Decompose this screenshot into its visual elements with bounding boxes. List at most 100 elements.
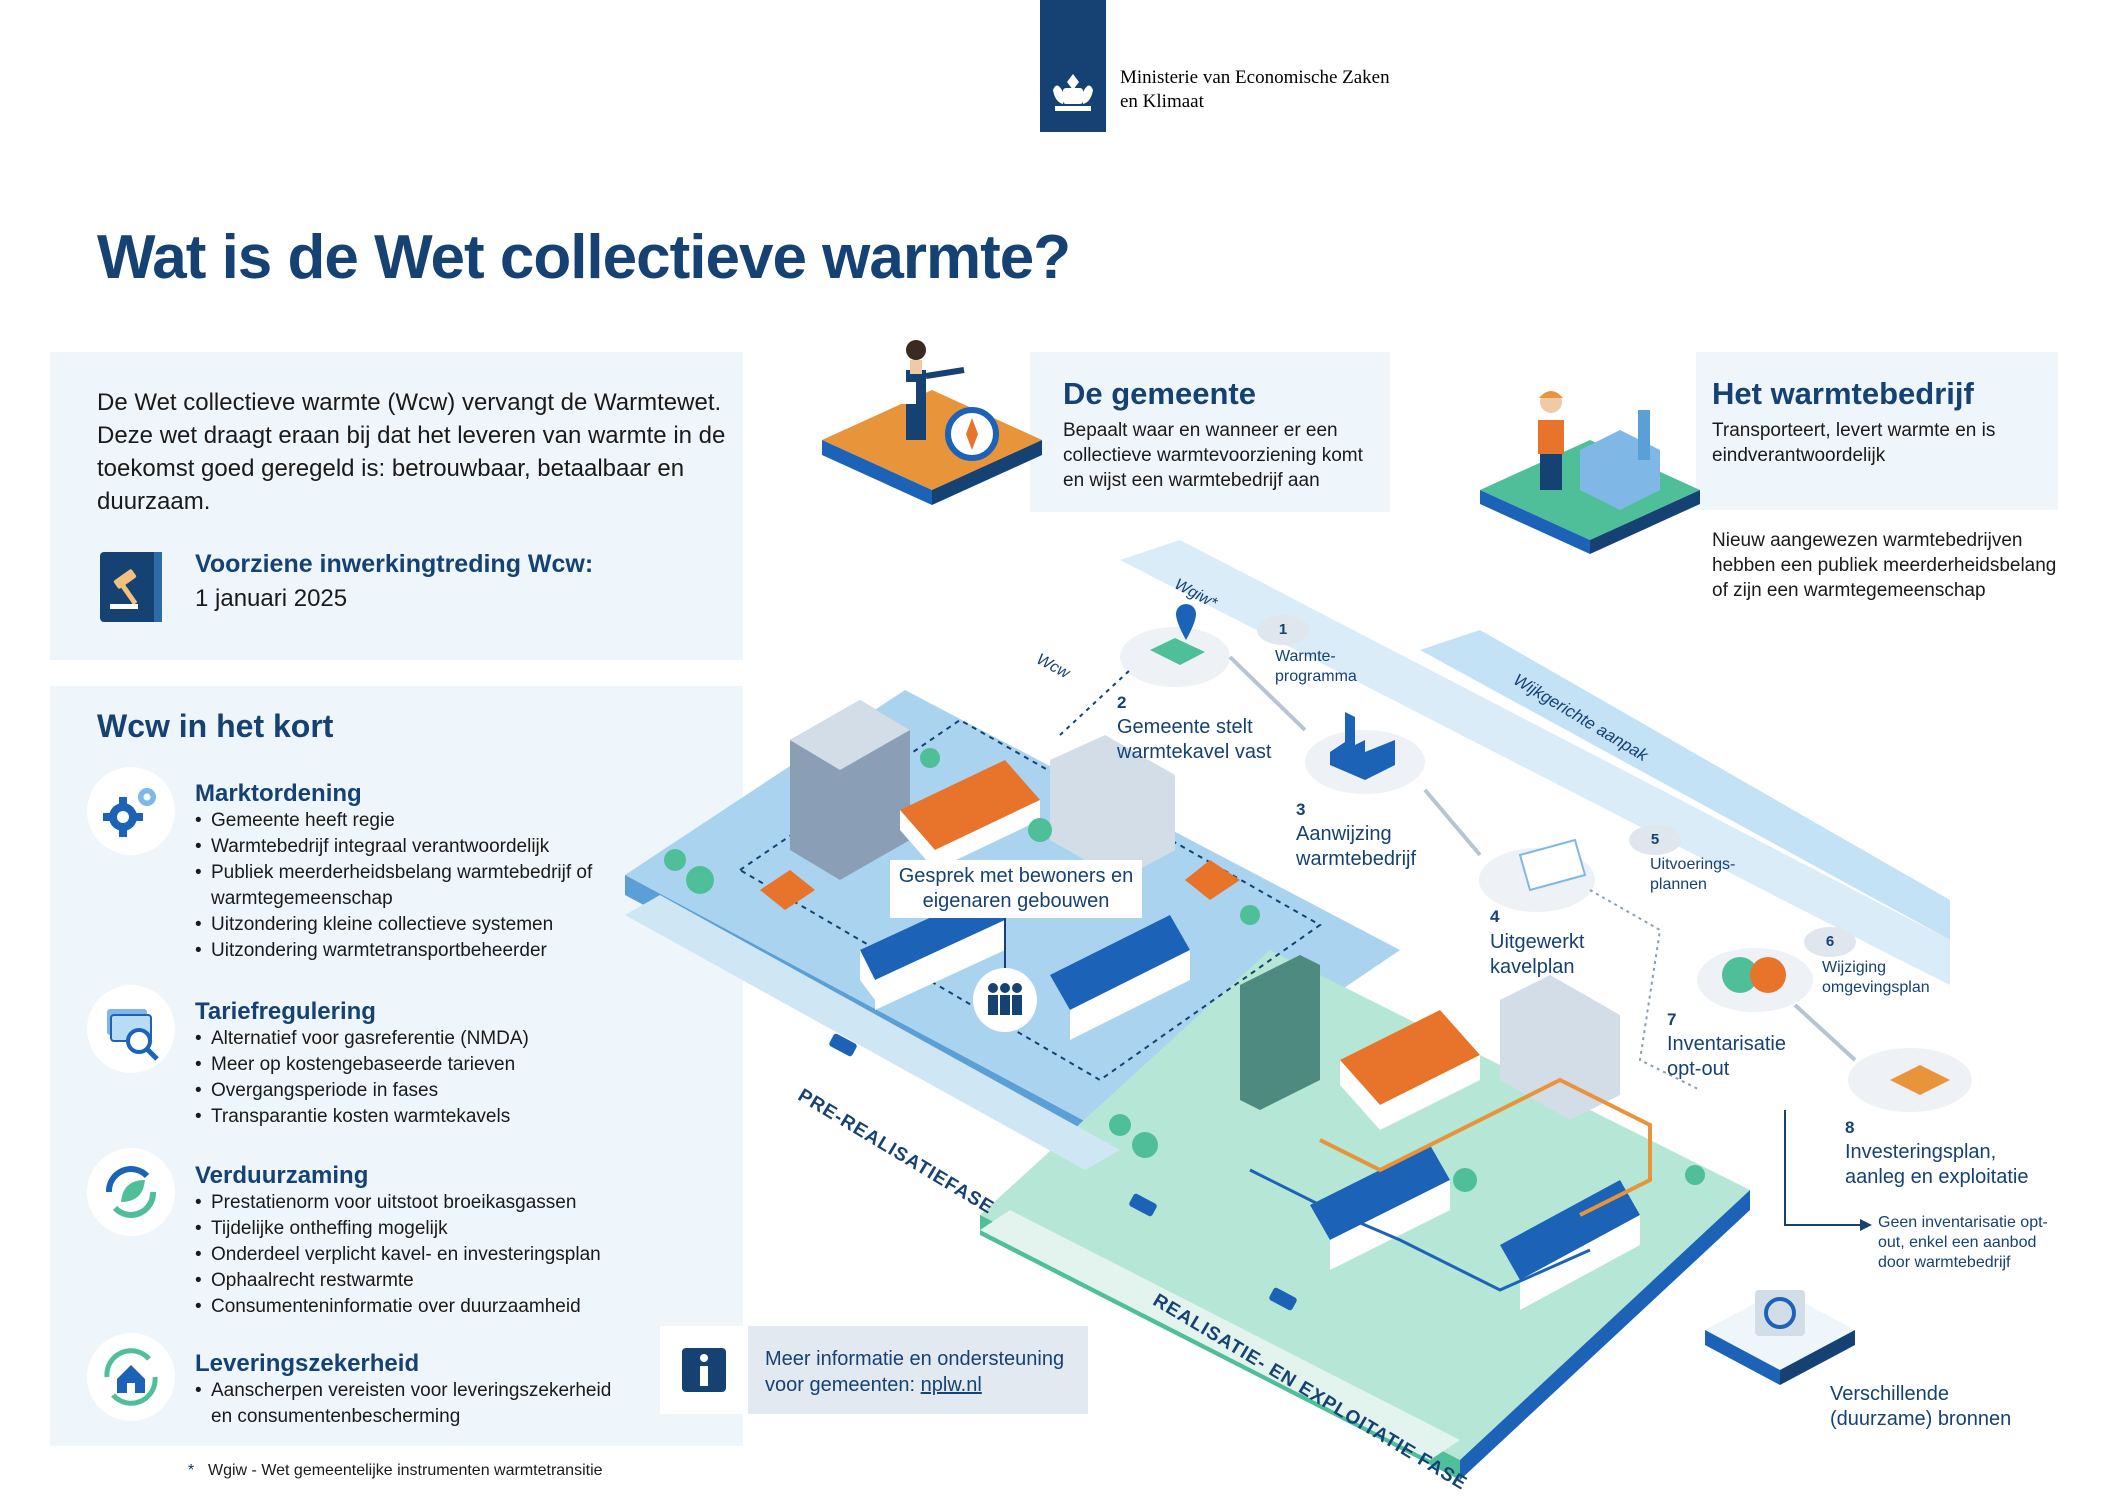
step7-label: Inventarisatie opt-out	[1667, 1032, 1786, 1082]
step2-label: Gemeente stelt warmtekavel vast	[1117, 715, 1272, 765]
step3-number: 3	[1296, 800, 1306, 819]
step5-line2: plannen	[1650, 876, 1707, 893]
heat-pipe	[1319, 1077, 1652, 1217]
gemeente-illustration	[822, 330, 1042, 535]
gesprek-label: Gesprek met bewoners en eigenaren gebouw…	[890, 860, 1142, 918]
blue-roof-terrace	[1050, 915, 1190, 1010]
bronnen-line1: Verschillende	[1830, 1383, 1949, 1405]
small-house	[1185, 860, 1240, 900]
road	[980, 1210, 1460, 1460]
warmtebedrijf-box	[1696, 352, 2058, 510]
list-item: Consumenteninformatie over duurzaamheid	[195, 1294, 615, 1320]
kort-title: Wcw in het kort	[97, 708, 334, 744]
sec-levering-list: Aanscherpen vereisten voor leveringszeke…	[195, 1378, 635, 1430]
road	[625, 895, 1120, 1170]
list-item: Aanscherpen vereisten voor leveringszeke…	[195, 1378, 635, 1430]
rijksoverheid-logo	[1040, 0, 1106, 132]
warmtebedrijf-illustration	[1480, 370, 1700, 575]
sec-verduurzaming-list: Prestatienorm voor uitstoot broeikasgass…	[195, 1190, 615, 1320]
step1-line2: programma	[1275, 668, 1357, 685]
sec-marktordening-title: Marktordening	[195, 780, 362, 807]
step1-number: 1	[1278, 621, 1288, 638]
date-value: 1 januari 2025	[195, 585, 348, 612]
step7-line2: opt-out	[1667, 1058, 1730, 1080]
list-item: Alternatief voor gasreferentie (NMDA)	[195, 1026, 615, 1052]
bronnen-line2: (duurzame) bronnen	[1830, 1408, 2012, 1430]
step6-line2: omgevingsplan	[1822, 979, 1930, 996]
step8-line1: Investeringsplan,	[1845, 1141, 1997, 1163]
step8-number: 8	[1845, 1118, 1855, 1137]
list-item: Tijdelijke ontheffing mogelijk	[195, 1216, 615, 1242]
law-book-icon	[96, 548, 168, 631]
step2-line1: Gemeente stelt	[1117, 716, 1253, 738]
branch-note-line1: Geen inventarisatie opt-	[1878, 1214, 2048, 1231]
list-item: Onderdeel verplicht kavel- en investerin…	[195, 1242, 615, 1268]
ministry-line2: en Klimaat	[1120, 91, 1204, 112]
wijkgericht-track	[1420, 630, 1950, 940]
trees	[664, 748, 1705, 1192]
orange-roof-house	[1340, 1010, 1480, 1105]
office-building	[1050, 735, 1175, 880]
step6-label: Wijziging omgevingsplan	[1822, 958, 1930, 998]
warmtebedrijf-title: Het warmtebedrijf	[1712, 376, 1974, 411]
list-item: Gemeente heeft regie	[195, 808, 615, 834]
step5-number: 5	[1650, 831, 1660, 848]
list-item: Transparantie kosten warmtekavels	[195, 1104, 615, 1130]
step4-number: 4	[1490, 907, 1500, 926]
blue-roof-terrace	[1500, 1180, 1640, 1280]
step4-line2: kavelplan	[1490, 956, 1575, 978]
footnote-star: *	[188, 1462, 195, 1479]
list-item: Meer op kostengebaseerde tarieven	[195, 1052, 615, 1078]
info-line2: voor gemeenten:	[765, 1374, 921, 1396]
sec-tarief-list: Alternatief voor gasreferentie (NMDA) Me…	[195, 1026, 615, 1130]
ministry-name: Ministerie van Economische Zaken en Klim…	[1120, 66, 1390, 114]
branch-note-line3: door warmtebedrijf	[1878, 1254, 2011, 1271]
sec-tarief-title: Tariefregulering	[195, 998, 376, 1025]
gemeente-box	[1030, 352, 1390, 512]
step6-line1: Wijziging	[1822, 959, 1887, 976]
step1-line1: Warmte-	[1275, 648, 1336, 665]
gemeente-title: De gemeente	[1063, 376, 1256, 411]
step2-line2: warmtekavel vast	[1117, 741, 1272, 763]
money-search-icon	[87, 985, 175, 1073]
list-item: Warmtebedrijf integraal verantwoordelijk	[195, 834, 615, 860]
intro-panel	[50, 352, 743, 660]
warmtebedrijf-desc: Transporteert, levert warmte en is eindv…	[1712, 420, 1996, 466]
nplw-link[interactable]: nplw.nl	[920, 1374, 982, 1396]
step7-line1: Inventarisatie	[1667, 1033, 1786, 1055]
info-text: Meer informatie en ondersteuning voor ge…	[765, 1346, 1064, 1398]
office-building	[1500, 975, 1620, 1120]
list-item: Ophaalrecht restwarmte	[195, 1268, 615, 1294]
step4-line1: Uitgewerkt	[1490, 931, 1585, 953]
info-icon-wrap	[660, 1326, 748, 1414]
sec-marktordening-list: Gemeente heeft regie Warmtebedrijf integ…	[195, 808, 615, 964]
ministry-line1: Ministerie van Economische Zaken	[1120, 67, 1390, 88]
date-label: Voorziene inwerkingtreding Wcw:	[195, 550, 594, 578]
step7-number: 7	[1667, 1010, 1677, 1029]
sec-verduurzaming-title: Verduurzaming	[195, 1162, 369, 1189]
list-item: Prestatienorm voor uitstoot broeikasgass…	[195, 1190, 615, 1216]
info-icon	[682, 1348, 726, 1392]
branch-note: Geen inventarisatie opt- out, enkel een …	[1878, 1213, 2048, 1273]
step8-label: Investeringsplan, aanleg en exploitatie	[1845, 1140, 2028, 1190]
step3-line2: warmtebedrijf	[1296, 848, 1417, 870]
page-title: Wat is de Wet collectieve warmte?	[97, 223, 1071, 292]
footnote: Wgiw - Wet gemeentelijke instrumenten wa…	[208, 1462, 603, 1479]
house-cycle-icon	[87, 1333, 175, 1421]
leaf-recycle-icon	[87, 1148, 175, 1236]
info-line1: Meer informatie en ondersteuning	[765, 1348, 1065, 1370]
orange-roof-house	[900, 760, 1040, 850]
step8-line2: aanleg en exploitatie	[1845, 1166, 2029, 1188]
step5-line1: Uitvoerings-	[1650, 856, 1736, 873]
step6-number: 6	[1825, 933, 1835, 950]
list-item: Overgangsperiode in fases	[195, 1078, 615, 1104]
list-item: Uitzondering warmtetransportbeheerder	[195, 938, 615, 964]
branch-note-line2: out, enkel een aanbod	[1878, 1234, 2037, 1251]
intro-text: De Wet collectieve warmte (Wcw) vervangt…	[97, 389, 726, 515]
heat-pipe	[1249, 1168, 1591, 1292]
warmtebedrijf-note: Nieuw aangewezen warmtebedrijven hebben …	[1712, 530, 2057, 601]
step4-label: Uitgewerkt kavelplan	[1490, 930, 1584, 980]
step3-label: Aanwijzing warmtebedrijf	[1296, 822, 1416, 872]
list-item: Publiek meerderheidsbelang warmtebedrijf…	[195, 860, 615, 912]
wgiw-track	[1120, 540, 1950, 985]
